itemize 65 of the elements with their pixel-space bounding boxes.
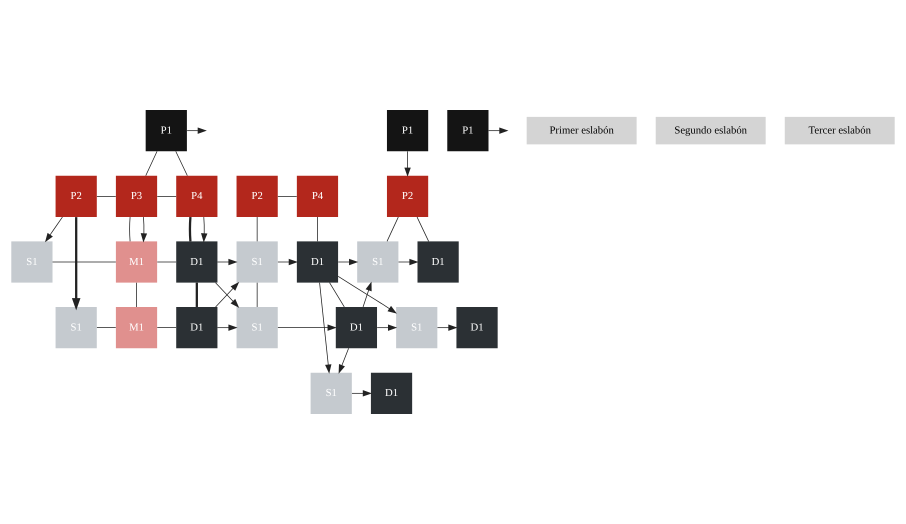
node-box: P2: [56, 176, 97, 217]
connector: [196, 282, 198, 307]
node-box: Primer eslabón: [526, 116, 637, 144]
arrow: [437, 324, 458, 331]
arrow: [404, 151, 411, 177]
connector: [175, 151, 188, 176]
arrow: [338, 258, 358, 266]
arrow: [72, 217, 80, 310]
node-box: S1: [310, 372, 352, 414]
node-box: S1: [236, 307, 278, 348]
arrow: [488, 127, 508, 134]
connector: [188, 216, 192, 242]
arrow: [319, 282, 332, 374]
node-box: D1: [176, 307, 218, 348]
connector: [145, 151, 158, 176]
arrow: [352, 390, 372, 397]
node-box: P4: [176, 176, 218, 217]
arrow: [376, 324, 398, 331]
connector: [156, 327, 176, 328]
connector: [386, 216, 399, 242]
connector: [416, 216, 429, 242]
node-box: D1: [296, 241, 338, 283]
connector: [256, 216, 258, 242]
node-box: D1: [370, 372, 412, 414]
node-box: P2: [236, 176, 278, 217]
node-box: P2: [386, 176, 428, 217]
node-box: D1: [336, 307, 378, 348]
node-box: D1: [176, 241, 218, 283]
node-box: P3: [116, 176, 158, 217]
node-box: P1: [386, 110, 428, 152]
arrow: [338, 276, 397, 314]
node-box: S1: [357, 241, 398, 283]
connector: [96, 196, 116, 197]
arrow: [140, 216, 148, 242]
node-box: Segundo eslabón: [656, 116, 766, 144]
arrow: [186, 127, 207, 134]
arrow: [201, 216, 208, 242]
arrow: [362, 282, 372, 308]
node-box: S1: [236, 241, 278, 283]
node-box: S1: [396, 307, 438, 348]
arrow: [217, 258, 238, 266]
node-box: M1: [116, 307, 158, 348]
connector: [96, 327, 116, 328]
node-box: P1: [146, 110, 187, 152]
connector: [129, 216, 130, 242]
arrow: [217, 324, 238, 331]
node-box: S1: [11, 241, 53, 283]
arrow: [278, 324, 337, 331]
connector: [156, 196, 176, 197]
connector: [278, 196, 298, 197]
node-box: P1: [447, 110, 488, 152]
node-box: S1: [56, 307, 97, 348]
node-box: Tercer eslabón: [784, 116, 895, 144]
arrow: [278, 258, 298, 266]
node-box: D1: [456, 307, 498, 348]
connector: [136, 282, 137, 308]
arrow: [398, 258, 419, 266]
arrow: [338, 348, 349, 374]
connector: [256, 282, 258, 308]
connector: [317, 216, 318, 242]
connector: [329, 282, 345, 308]
arrow: [45, 216, 63, 242]
node-box: M1: [116, 241, 158, 283]
node-box: P4: [296, 176, 338, 217]
node-box: D1: [418, 241, 459, 283]
